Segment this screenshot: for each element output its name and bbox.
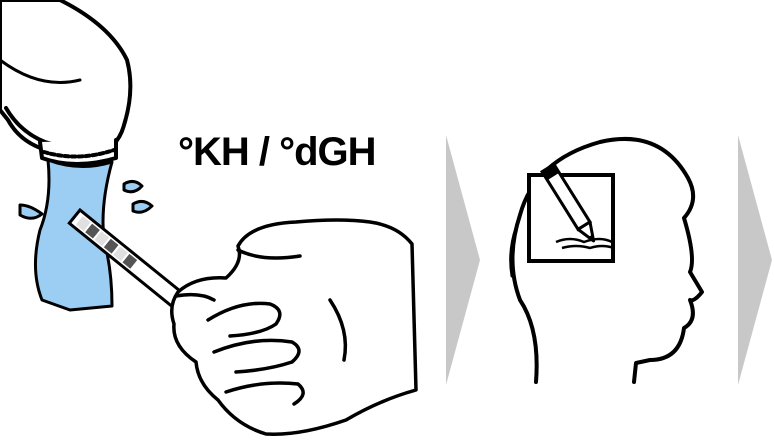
hardness-units-label: °KH / °dGH: [178, 132, 376, 172]
arrow-right-icon: [738, 135, 772, 385]
hand-icon: [172, 220, 416, 434]
faucet-icon: [0, 0, 130, 164]
arrow-right-icon: [446, 135, 480, 385]
